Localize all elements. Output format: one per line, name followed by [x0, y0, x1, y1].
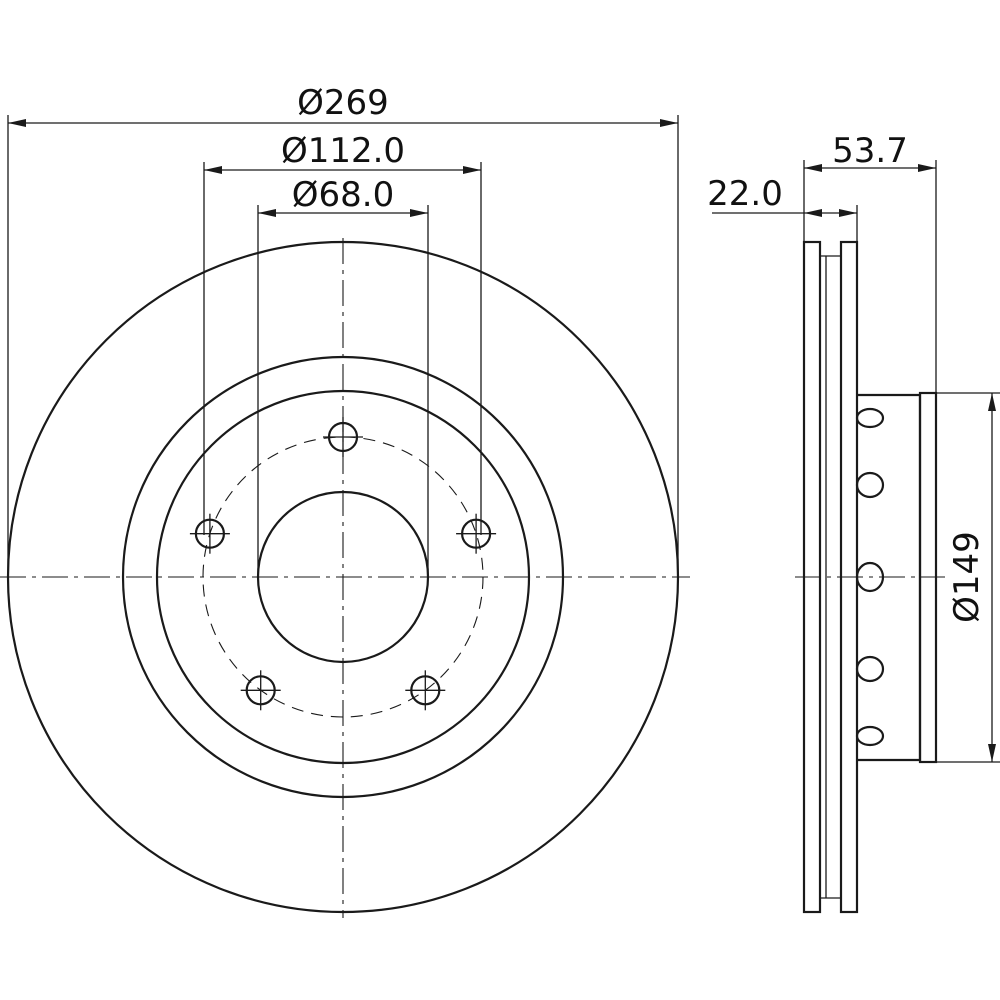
outer-diameter-arrow-left [8, 119, 26, 127]
vent-hole [855, 561, 885, 593]
hat-diameter-label: Ø149 [947, 531, 987, 623]
bolt-circle [202, 436, 484, 718]
center-bore-arrow-left [258, 209, 276, 217]
hat-diameter-arrow-bottom [988, 744, 996, 762]
hat-outer-edge [155, 389, 531, 765]
friction-ring-inner-edge [121, 355, 565, 799]
outer-diameter-arrow-right [660, 119, 678, 127]
hat-flange [918, 391, 938, 764]
vent-hole [855, 725, 885, 747]
bolt-circle-arrow-right [463, 166, 481, 174]
side-view [795, 240, 945, 914]
vent-hole [855, 655, 885, 683]
outer-friction-plate [802, 240, 822, 914]
center-bore-arrow-right [410, 209, 428, 217]
total-height-label: 53.7 [832, 131, 908, 171]
side-dimensions: 53.7 22.0 Ø149 [707, 131, 1000, 763]
vent-hole [855, 471, 885, 499]
outer-diameter-label: Ø269 [297, 83, 389, 123]
bolt-circle-label: Ø112.0 [281, 131, 405, 171]
height-arrow-right [918, 164, 936, 172]
thickness-arrow-right [839, 209, 857, 217]
hat-diameter-arrow-top [988, 393, 996, 411]
front-dimensions: Ø269 Ø112.0 Ø68.0 [7, 83, 679, 577]
bolt-holes [189, 417, 497, 711]
thickness-arrow-left [804, 209, 822, 217]
height-arrow-left [804, 164, 822, 172]
bolt-circle-arrow-left [204, 166, 222, 174]
disc-thickness-label: 22.0 [707, 174, 783, 214]
front-view [0, 238, 690, 918]
center-bore-label: Ø68.0 [292, 175, 394, 215]
vent-hole [855, 407, 885, 429]
